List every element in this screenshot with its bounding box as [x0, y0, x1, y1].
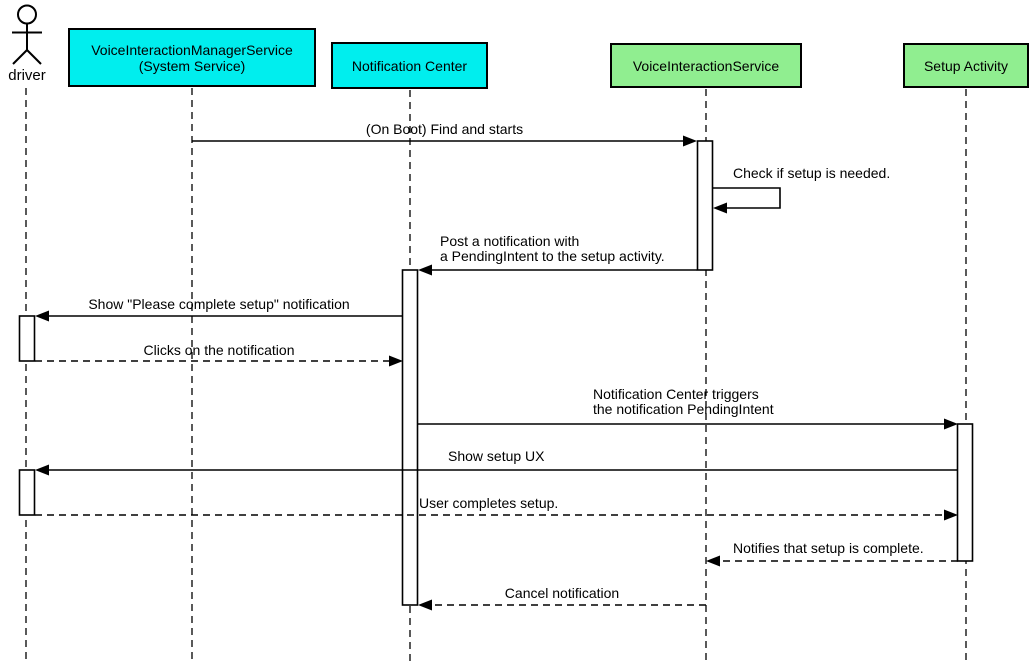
activation-bar-voiceinteractionservice	[696, 140, 714, 271]
message-arrow-1	[192, 135, 697, 147]
participant-label: Setup Activity	[923, 57, 1009, 74]
activation-bars	[18, 140, 974, 606]
message-arrow-8	[35, 509, 958, 521]
participant-label: VoiceInteractionManagerService (System S…	[91, 41, 293, 74]
message-label-8: User completes setup.	[419, 495, 559, 511]
message-label-5: Clicks on the notification	[143, 342, 295, 358]
message-arrow-10	[418, 599, 706, 611]
actor-label-driver: driver	[8, 67, 46, 84]
participant-notification-center: Notification Center	[331, 42, 488, 89]
message-label-9: Notifies that setup is complete.	[733, 540, 924, 556]
participant-voiceinteractionservice: VoiceInteractionService	[610, 43, 802, 88]
message-label-6: Notification Center triggers the notific…	[593, 386, 774, 417]
participant-label: Notification Center	[351, 57, 468, 74]
message-arrow-5	[35, 355, 403, 367]
message-arrow-7	[35, 464, 958, 476]
message-arrow-4	[35, 310, 403, 322]
message-label-1: (On Boot) Find and starts	[365, 121, 524, 137]
activation-bar-driver-2	[18, 469, 36, 516]
message-arrow-2-self	[713, 187, 781, 214]
message-label-3: Post a notification with a PendingIntent…	[440, 233, 665, 264]
activation-bar-setup-activity	[956, 423, 974, 562]
message-label-2: Check if setup is needed.	[733, 165, 891, 181]
participant-label: VoiceInteractionService	[632, 57, 780, 74]
participant-setup-activity: Setup Activity	[903, 43, 1029, 88]
message-arrow-9	[706, 555, 958, 567]
actor-icon	[12, 4, 42, 65]
message-label-7: Show setup UX	[448, 448, 545, 464]
message-arrow-6	[418, 418, 958, 430]
participant-voiceinteractionmanagerservice: VoiceInteractionManagerService (System S…	[68, 28, 316, 87]
activation-bar-driver-1	[18, 315, 36, 362]
activation-bar-notification-center	[401, 269, 419, 606]
message-label-10: Cancel notification	[504, 585, 620, 601]
message-label-4: Show "Please complete setup" notificatio…	[88, 296, 350, 312]
message-arrow-3	[418, 264, 697, 276]
